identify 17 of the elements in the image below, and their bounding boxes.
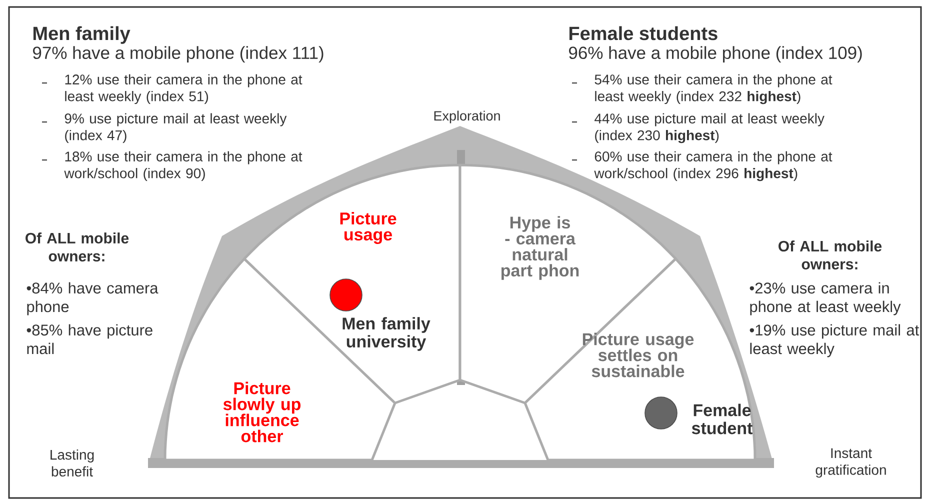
list-item: 9% use picture mail at least weekly (index 47) <box>64 113 287 144</box>
list-item: 44% use picture mail at least weekly (index 230 highest) <box>594 113 824 144</box>
list-item: 60% use their camera in the phone at work/school (index 296 highest) <box>594 151 832 182</box>
text-label: 96% have a mobile phone (index 109) <box>569 46 862 63</box>
marker-dot <box>330 278 362 312</box>
text-label: Instant gratification <box>816 448 886 478</box>
text-label: 97% have a mobile phone (index 111) <box>33 46 324 63</box>
text-label: Exploration <box>434 110 500 124</box>
list-item: 54% use their camera in the phone at least weekly (index 232 highest) <box>594 74 832 104</box>
marker-dot <box>644 396 678 430</box>
text-label: Lasting benefit <box>50 449 94 477</box>
text-label: Of ALL mobile owners: <box>26 232 129 262</box>
list-item: 12% use their camera in the phone at least weekly (index 51) <box>65 74 302 104</box>
heading: Men family <box>33 26 130 44</box>
dot-label: Female student <box>692 404 752 434</box>
text-label: Of ALL mobile owners: <box>778 240 882 270</box>
heading: Female students <box>569 26 718 40</box>
